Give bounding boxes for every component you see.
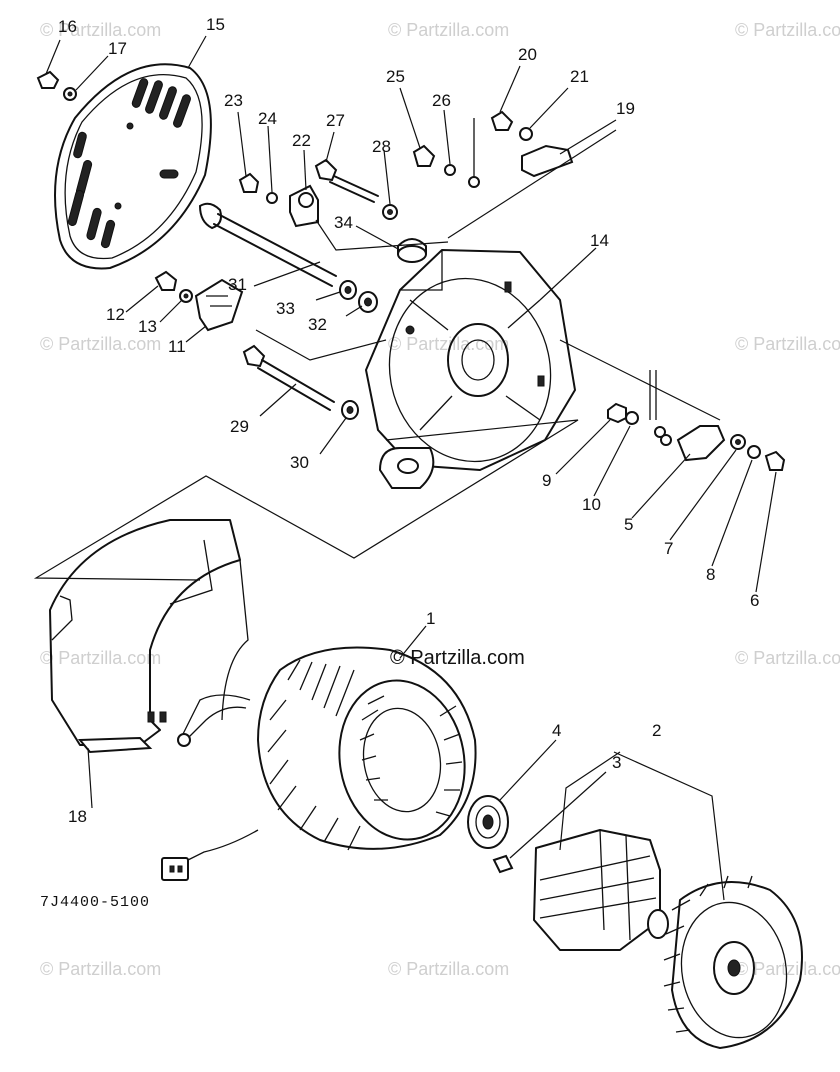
watermark: © Partzilla.com <box>40 20 161 40</box>
brand-mark: © Partzilla.com <box>390 647 525 669</box>
clamp-part-22 <box>289 184 319 228</box>
watermark: © Partzilla.com <box>40 959 161 979</box>
callout-3: 3 <box>612 753 621 772</box>
callout-33: 33 <box>276 299 295 318</box>
bolt-part-23 <box>238 172 260 193</box>
callout-2: 2 <box>652 721 661 740</box>
washer-part-8 <box>747 445 761 459</box>
callout-28: 28 <box>372 137 391 156</box>
callout-17: 17 <box>108 39 127 58</box>
callout-13: 13 <box>138 317 157 336</box>
callout-27: 27 <box>326 111 345 130</box>
washer-part-13 <box>179 289 193 303</box>
washer-part-24 <box>266 192 278 204</box>
washer-part-33 <box>339 280 357 300</box>
bearing-part-4 <box>467 795 509 849</box>
callout-19: 19 <box>616 99 635 118</box>
cap-part-34 <box>397 238 427 263</box>
key-part-3 <box>492 854 514 874</box>
washer-part-26 <box>444 164 456 176</box>
callout-1: 1 <box>426 609 435 628</box>
callout-23: 23 <box>224 91 243 110</box>
bolt-part-16 <box>36 70 60 89</box>
callout-15: 15 <box>206 15 225 34</box>
callout-22: 22 <box>292 131 311 150</box>
callout-7: 7 <box>664 539 673 558</box>
callout-29: 29 <box>230 417 249 436</box>
bolt-part-31 <box>198 202 337 287</box>
callout-12: 12 <box>106 305 125 324</box>
watermark-group: © Partzilla.com © Partzilla.com © Partzi… <box>40 20 840 979</box>
callout-4: 4 <box>552 721 561 740</box>
stator-part-1 <box>161 646 477 881</box>
bolt-part-20 <box>490 110 514 131</box>
drawing-code: 7J4400-5100 <box>40 894 150 911</box>
callout-9: 9 <box>542 471 551 490</box>
callout-26: 26 <box>432 91 451 110</box>
brush-holder-part-5 <box>649 370 726 462</box>
nut-part-9 <box>607 402 627 424</box>
callout-34: 34 <box>334 213 353 232</box>
callout-32: 32 <box>308 315 327 334</box>
washer-part-10 <box>625 411 639 425</box>
bolt-part-25 <box>412 144 436 167</box>
end-cover-part-15 <box>54 63 212 270</box>
watermark: © Partzilla.com <box>735 648 840 668</box>
watermark: © Partzilla.com <box>388 20 509 40</box>
callout-18: 18 <box>68 807 87 826</box>
callout-16: 16 <box>58 17 77 36</box>
callout-31: 31 <box>228 275 247 294</box>
callout-21: 21 <box>570 67 589 86</box>
callout-30: 30 <box>290 453 309 472</box>
screw-part-6 <box>764 450 786 471</box>
rectifier-part-11 <box>194 278 244 332</box>
washer-part-28 <box>382 204 398 220</box>
callout-25: 25 <box>386 67 405 86</box>
shroud-part-18 <box>49 519 249 754</box>
callout-10: 10 <box>582 495 601 514</box>
callout-14: 14 <box>590 231 609 250</box>
callout-6: 6 <box>750 591 759 610</box>
wire-terminal <box>468 118 480 188</box>
watermark: © Partzilla.com <box>735 334 840 354</box>
washer-part-32 <box>358 291 378 313</box>
bracket-part-19 <box>521 144 574 178</box>
housing-part-14 <box>365 249 576 489</box>
bolt-part-12 <box>154 270 178 291</box>
callout-5: 5 <box>624 515 633 534</box>
leader-lines <box>33 35 777 901</box>
watermark: © Partzilla.com <box>735 20 840 40</box>
washer-part-7 <box>730 434 746 450</box>
callout-labels: 16 15 17 23 24 22 27 28 25 26 20 21 19 3… <box>58 15 759 826</box>
rotor-part-2 <box>533 829 803 1049</box>
watermark: © Partzilla.com <box>388 334 509 354</box>
washer-part-17 <box>63 87 77 101</box>
callout-11: 11 <box>168 337 186 356</box>
washer-part-21 <box>519 127 533 141</box>
watermark: © Partzilla.com <box>735 959 840 979</box>
bolt-part-27 <box>314 158 379 203</box>
washer-part-30 <box>341 400 359 420</box>
callout-24: 24 <box>258 109 277 128</box>
bolt-part-29 <box>242 344 335 411</box>
callout-20: 20 <box>518 45 537 64</box>
watermark: © Partzilla.com <box>40 648 161 668</box>
callout-8: 8 <box>706 565 715 584</box>
watermark: © Partzilla.com <box>40 334 161 354</box>
watermark: © Partzilla.com <box>388 959 509 979</box>
